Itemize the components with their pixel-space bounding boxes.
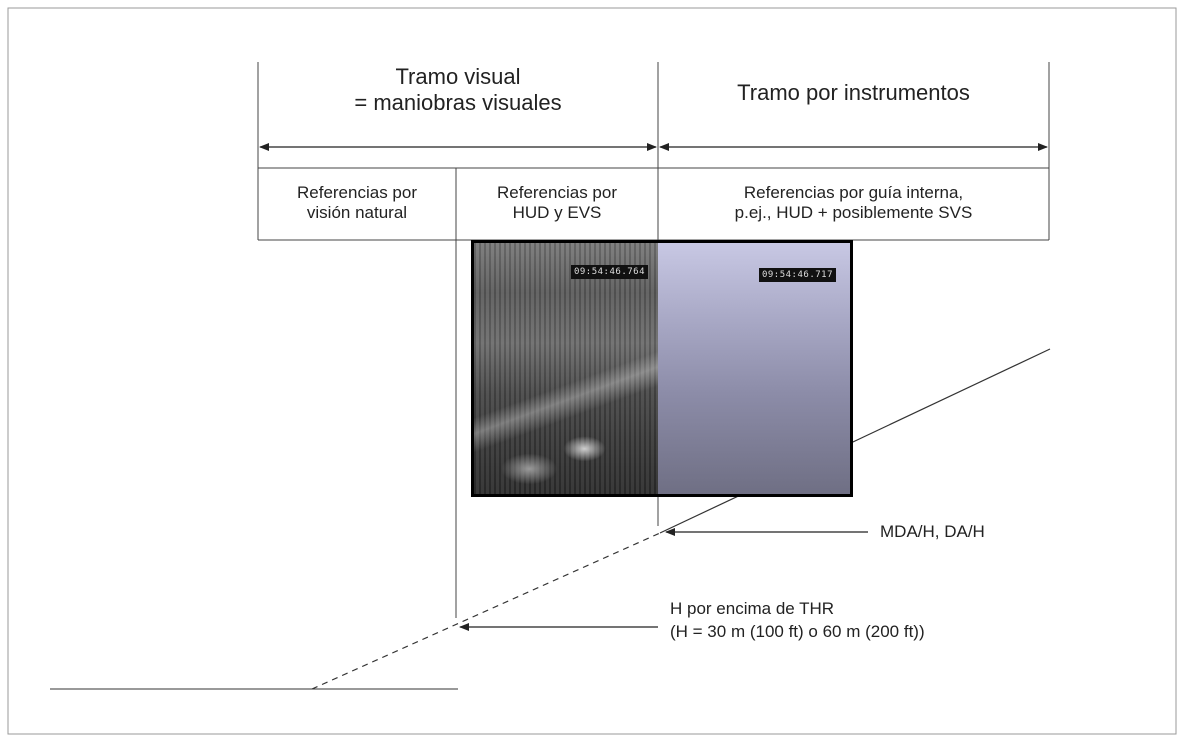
natural-vision-line1: Referencias por — [296, 183, 417, 202]
thr-annotation-line2: (H = 30 m (100 ft) o 60 m (200 ft)) — [670, 621, 925, 641]
hud-evs-line2: HUD y EVS — [512, 203, 602, 223]
hud-evs-line1: Referencias por — [496, 183, 617, 202]
instrument-segment-title: Tramo por instrumentos — [658, 80, 1049, 106]
glide-path-solid — [659, 348, 1051, 534]
instrument-segment-line: Tramo por instrumentos — [737, 80, 970, 105]
thr-annotation: H por encima de THR (H = 30 m (100 ft) o… — [670, 598, 925, 644]
evs-image: 09:54:46.764 — [471, 240, 658, 497]
internal-guidance-line1: Referencias por guía interna, — [743, 183, 964, 202]
visual-segment-line1: Tramo visual — [395, 64, 521, 89]
visual-segment-line2: = maniobras visuales — [354, 90, 562, 116]
evs-timestamp: 09:54:46.764 — [570, 265, 648, 279]
visual-segment-title: Tramo visual = maniobras visuales — [258, 64, 658, 117]
mda-annotation: MDA/H, DA/H — [880, 522, 985, 541]
outer-border — [7, 7, 1177, 735]
hud-evs-cell: Referencias por HUD y EVS — [456, 183, 658, 224]
thr-annotation-line1: H por encima de THR — [670, 599, 835, 618]
natural-vision-timestamp: 09:54:46.717 — [758, 268, 836, 282]
natural-vision-image: 09:54:46.717 — [658, 240, 853, 497]
internal-guidance-cell: Referencias por guía interna, p.ej., HUD… — [658, 183, 1049, 224]
natural-vision-line2: visión natural — [306, 203, 408, 223]
internal-guidance-line2: p.ej., HUD + posiblemente SVS — [734, 203, 973, 223]
natural-vision-cell: Referencias por visión natural — [258, 183, 456, 224]
glide-path-dashed — [311, 532, 661, 690]
